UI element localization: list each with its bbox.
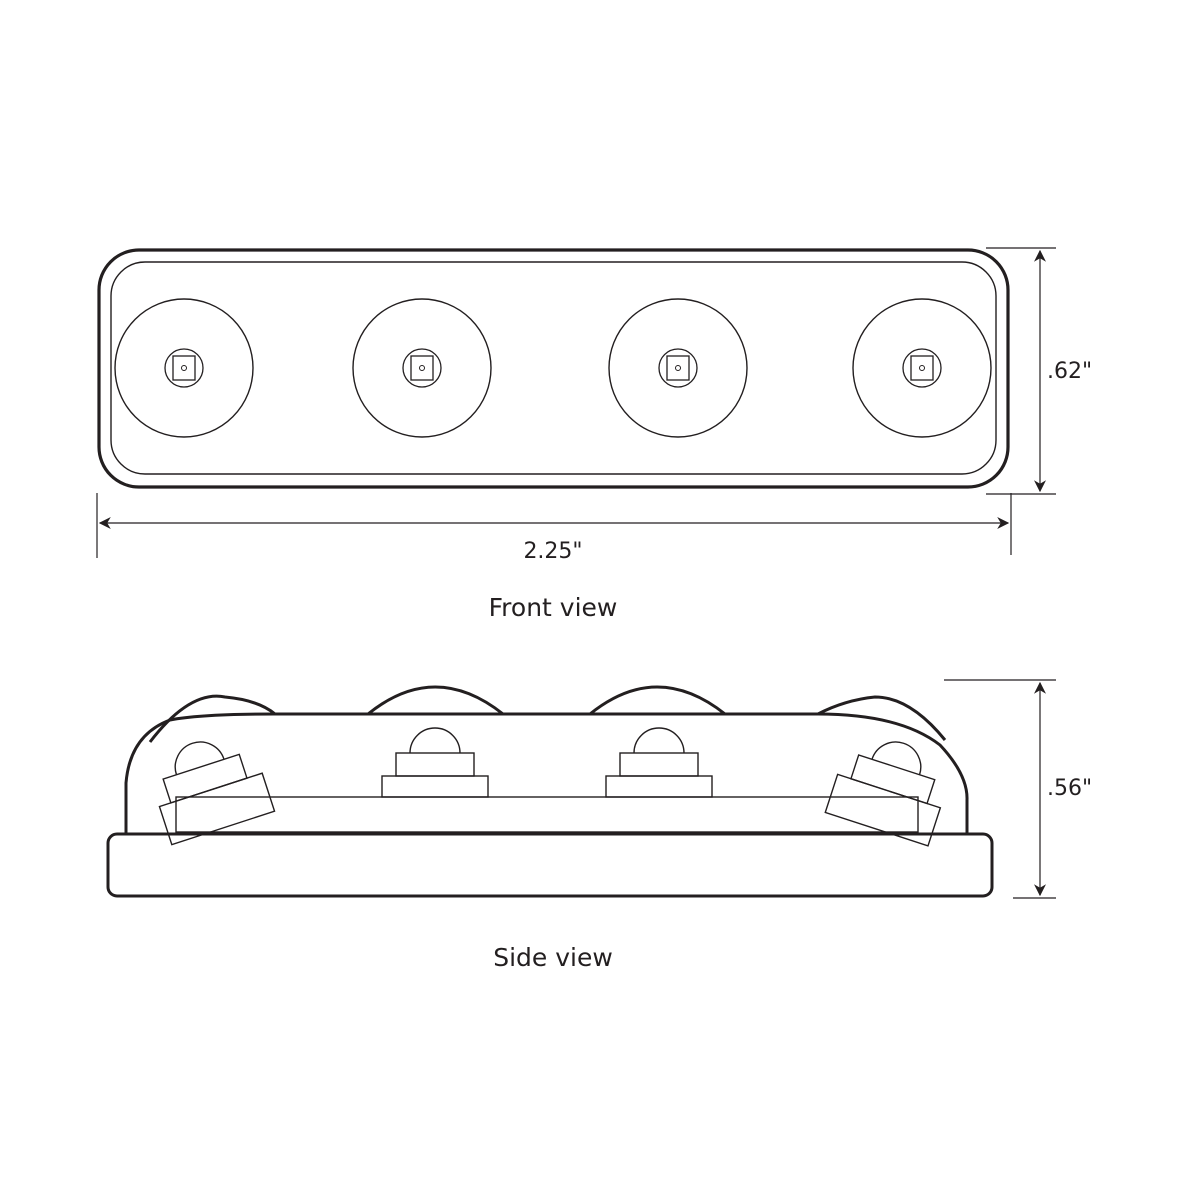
side-led-3	[605, 727, 713, 798]
led-lens	[164, 348, 204, 388]
lens-body	[124, 712, 969, 833]
led-lens	[402, 348, 442, 388]
front-height-dimension	[986, 247, 1056, 495]
led-reflector	[852, 298, 992, 438]
led-lens	[658, 348, 698, 388]
side-height-dimension	[944, 679, 1056, 899]
led-1	[114, 298, 254, 438]
side-led-4	[824, 741, 942, 847]
lens-bump-2	[367, 685, 504, 716]
front-height-dimension-label: .62"	[1047, 359, 1092, 384]
led-emitter	[919, 365, 925, 371]
led-4	[852, 298, 992, 438]
side-led-1	[158, 741, 276, 846]
led-chip	[910, 355, 934, 381]
led-emitter	[181, 365, 187, 371]
led-lens	[902, 348, 942, 388]
led-2	[352, 298, 492, 438]
led-emitter	[675, 365, 681, 371]
front-view	[97, 248, 1010, 489]
width-dimension-label: 2.25"	[523, 539, 582, 564]
side-led-2	[381, 727, 489, 798]
side-height-dimension-label: .56"	[1047, 776, 1092, 801]
housing-inner	[110, 261, 997, 475]
led-reflector	[608, 298, 748, 438]
led-chip	[172, 355, 196, 381]
circuit-board	[175, 796, 919, 833]
lens-bump-3	[589, 685, 726, 716]
led-group	[114, 298, 992, 438]
led-chip	[410, 355, 434, 381]
led-chip	[666, 355, 690, 381]
lens-bump-right	[817, 695, 947, 741]
front-view-caption: Front view	[489, 593, 618, 622]
led-reflector	[352, 298, 492, 438]
side-view-caption: Side view	[493, 943, 613, 972]
housing-outer	[97, 248, 1010, 489]
side-view	[106, 685, 994, 898]
led-3	[608, 298, 748, 438]
width-dimension	[96, 493, 1012, 558]
led-emitter	[419, 365, 425, 371]
led-reflector	[114, 298, 254, 438]
base-plate	[106, 832, 994, 898]
